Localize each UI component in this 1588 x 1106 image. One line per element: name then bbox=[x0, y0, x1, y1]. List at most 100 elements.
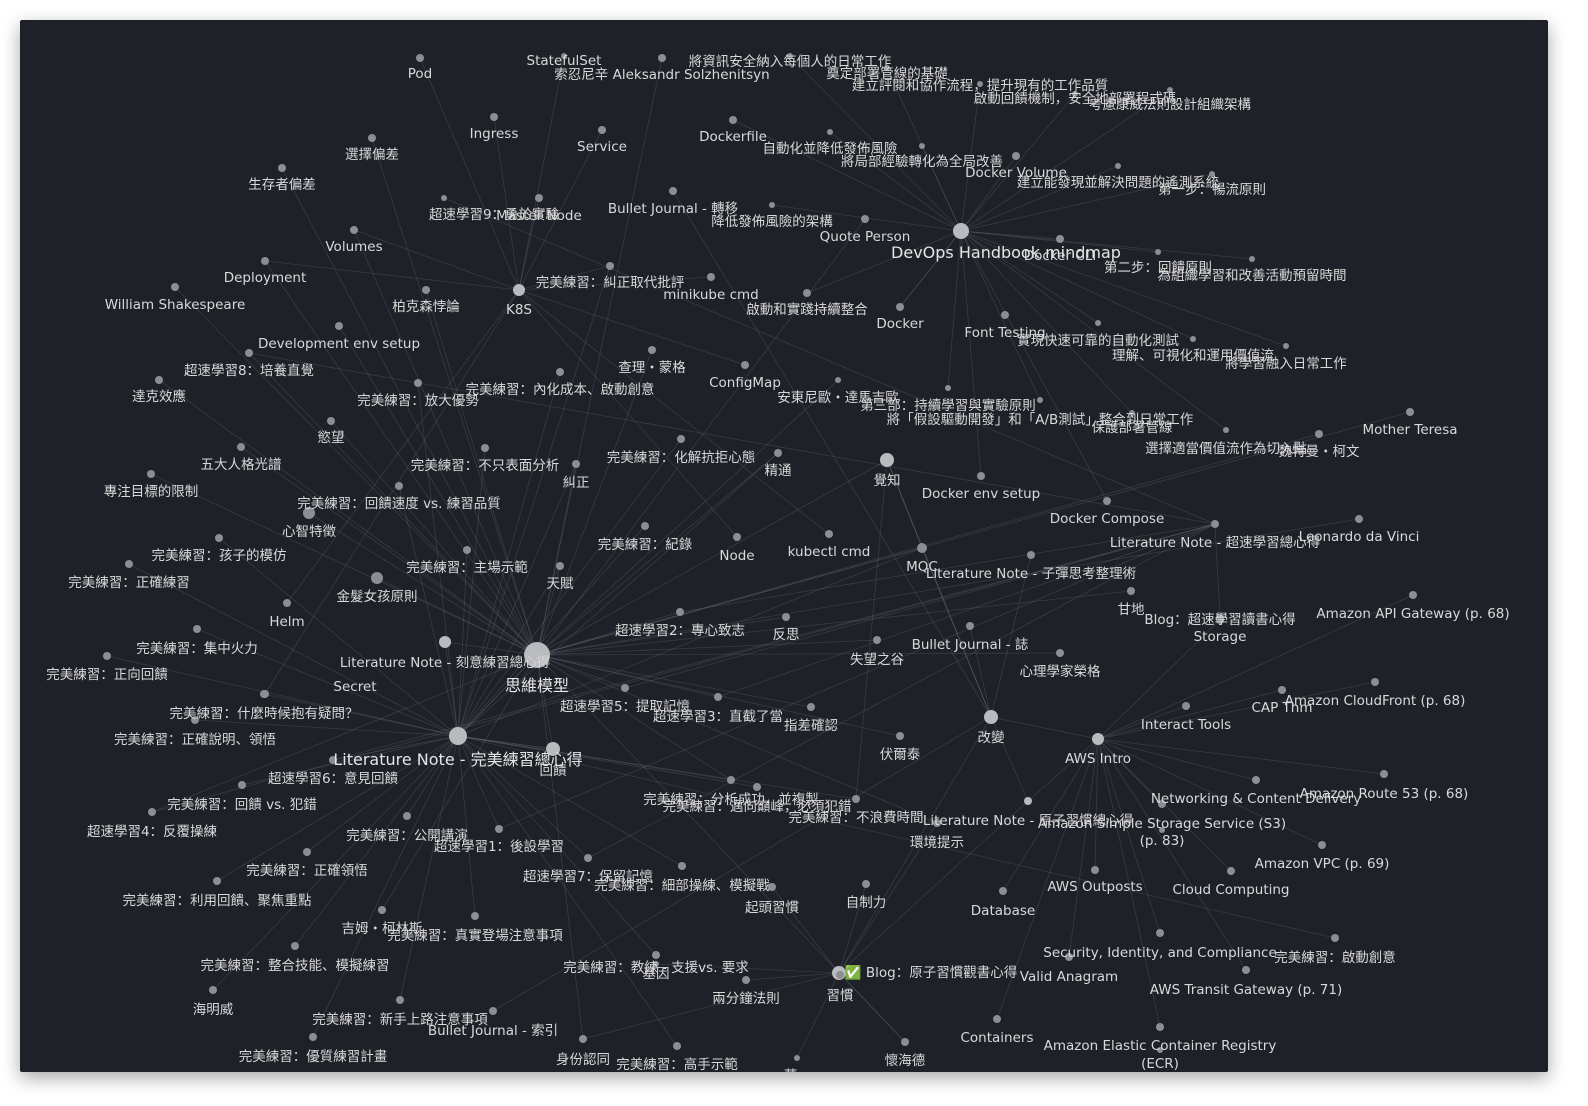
graph-node-label[interactable]: 理解、可視化和運用價值流 bbox=[1112, 348, 1274, 364]
graph-node-dot[interactable] bbox=[1249, 256, 1255, 262]
graph-node-dot[interactable] bbox=[884, 65, 890, 71]
graph-node-dot[interactable] bbox=[999, 887, 1007, 895]
graph-node-label[interactable]: ConfigMap bbox=[709, 375, 781, 391]
graph-node-dot[interactable] bbox=[449, 727, 467, 745]
graph-node-label[interactable]: 啟動和實踐持續整合 bbox=[746, 301, 868, 318]
graph-node-label[interactable]: Leonardo da Vinci bbox=[1299, 529, 1420, 545]
graph-node-dot[interactable] bbox=[774, 449, 782, 457]
graph-node-dot[interactable] bbox=[653, 961, 659, 967]
graph-node-dot[interactable] bbox=[395, 482, 403, 490]
graph-node-dot[interactable] bbox=[191, 716, 199, 724]
graph-node-dot[interactable] bbox=[1209, 171, 1215, 177]
graph-node-dot[interactable] bbox=[215, 534, 223, 542]
graph-node-dot[interactable] bbox=[291, 942, 299, 950]
graph-node-dot[interactable] bbox=[753, 783, 761, 791]
graph-node-dot[interactable] bbox=[669, 187, 677, 195]
graph-node-dot[interactable] bbox=[1167, 87, 1173, 93]
graph-node-label[interactable]: 反思 bbox=[773, 627, 800, 643]
graph-node-label[interactable]: 安東尼歐・達馬吉歐 bbox=[777, 390, 899, 406]
graph-node-dot[interactable] bbox=[953, 223, 969, 239]
graph-node-dot[interactable] bbox=[1091, 866, 1099, 874]
graph-node-label[interactable]: kubectl cmd bbox=[788, 544, 871, 560]
graph-node-label[interactable]: 第三部：持續學習與實驗原則 bbox=[860, 397, 1036, 414]
graph-node-dot[interactable] bbox=[155, 376, 163, 384]
graph-node-label[interactable]: Docker bbox=[876, 316, 924, 332]
graph-node-label[interactable]: 建立評閱和協作流程，提升現有的工作品質 bbox=[852, 78, 1109, 94]
graph-node-dot[interactable] bbox=[1129, 410, 1135, 416]
graph-node-dot[interactable] bbox=[1155, 249, 1161, 255]
graph-node-dot[interactable] bbox=[977, 472, 985, 480]
graph-node-label[interactable]: 完美練習：化解抗拒心態 bbox=[607, 450, 756, 466]
graph-node-label[interactable]: Pod bbox=[408, 66, 433, 82]
graph-node-dot[interactable] bbox=[676, 608, 684, 616]
graph-node-label[interactable]: 超速學習7：保留記憶 bbox=[523, 868, 654, 885]
graph-node-label[interactable]: 甘地 bbox=[1118, 602, 1146, 618]
graph-node-label[interactable]: 環境提示 bbox=[910, 835, 964, 851]
graph-node-label[interactable]: 覺知 bbox=[874, 472, 901, 489]
graph-node-label[interactable]: 啟動回饋機制，安全地部署程式碼 bbox=[974, 90, 1177, 107]
graph-node-label[interactable]: Cloud Computing bbox=[1173, 882, 1290, 898]
graph-node-dot[interactable] bbox=[309, 1033, 317, 1041]
graph-node-label[interactable]: MQC bbox=[906, 559, 938, 575]
graph-node-label[interactable]: Bullet Journal - 索引 bbox=[428, 1023, 558, 1039]
graph-node-dot[interactable] bbox=[768, 883, 776, 891]
graph-node-label[interactable]: Blog：超速學習讀書心得 bbox=[1144, 611, 1295, 628]
graph-node-label[interactable]: 選擇偏差 bbox=[345, 147, 399, 163]
graph-node-dot[interactable] bbox=[1037, 397, 1043, 403]
graph-node-dot[interactable] bbox=[261, 257, 269, 265]
graph-node-label[interactable]: Valid Anagram bbox=[1020, 969, 1118, 985]
graph-node-label[interactable]: AWS Intro bbox=[1065, 751, 1131, 767]
graph-node-label[interactable]: Containers bbox=[960, 1030, 1033, 1046]
graph-node-label[interactable]: 完美練習：回饋 vs. 犯錯 bbox=[167, 797, 316, 813]
graph-node-dot[interactable] bbox=[741, 361, 749, 369]
graph-node-dot[interactable] bbox=[535, 194, 543, 202]
graph-node-dot[interactable] bbox=[1406, 408, 1414, 416]
graph-node-label[interactable]: 魏特曼・柯文 bbox=[1279, 444, 1360, 460]
graph-node-label[interactable]: Amazon VPC (p. 69) bbox=[1255, 856, 1390, 872]
graph-node-label[interactable]: Dockerfile bbox=[699, 129, 767, 145]
graph-node-label[interactable]: 完美練習：邁向巔峰，必須犯錯 bbox=[663, 799, 852, 815]
graph-node-label[interactable]: Amazon CloudFront (p. 68) bbox=[1285, 693, 1466, 709]
graph-node-dot[interactable] bbox=[729, 116, 737, 124]
graph-node-dot[interactable] bbox=[917, 543, 927, 553]
graph-node-label[interactable]: 基因 bbox=[643, 965, 670, 982]
graph-node-dot[interactable] bbox=[584, 854, 592, 862]
graph-node-dot[interactable] bbox=[416, 54, 424, 62]
graph-node-label[interactable]: Amazon Elastic Container Registry bbox=[1044, 1038, 1277, 1054]
graph-node-label[interactable]: Networking & Content Delivery bbox=[1151, 791, 1361, 807]
graph-node-label[interactable]: 完美練習：整合技能、模擬練習 bbox=[201, 958, 390, 974]
graph-node-label[interactable]: 完美練習：回饋速度 vs. 練習品質 bbox=[297, 496, 500, 512]
graph-node-dot[interactable] bbox=[463, 546, 471, 554]
graph-node-dot[interactable] bbox=[648, 346, 656, 354]
graph-node-label[interactable]: 完美練習：孩子的模仿 bbox=[152, 548, 287, 564]
graph-node-label[interactable]: 思維模型 bbox=[505, 676, 569, 695]
graph-node-dot[interactable] bbox=[1092, 733, 1104, 745]
graph-node-dot[interactable] bbox=[1252, 776, 1260, 784]
graph-node-label[interactable]: 完美練習：高手示範 bbox=[616, 1056, 738, 1072]
graph-node-dot[interactable] bbox=[1115, 163, 1121, 169]
graph-node-dot[interactable] bbox=[896, 303, 904, 311]
graph-node-dot[interactable] bbox=[794, 1055, 800, 1061]
graph-node-dot[interactable] bbox=[327, 417, 335, 425]
graph-node-label[interactable]: 超速學習2：專心致志 bbox=[615, 623, 745, 639]
graph-node-dot[interactable] bbox=[1409, 591, 1417, 599]
graph-node-label[interactable]: AWS Transit Gateway (p. 71) bbox=[1150, 982, 1343, 998]
graph-node-label[interactable]: Amazon Route 53 (p. 68) bbox=[1300, 786, 1469, 802]
graph-node-label[interactable]: 完美練習：不只表面分析 bbox=[411, 458, 560, 474]
graph-node-label[interactable]: 超速學習4：反覆操練 bbox=[87, 824, 217, 840]
graph-node-dot[interactable] bbox=[641, 522, 649, 530]
graph-node-dot[interactable] bbox=[213, 877, 221, 885]
graph-node-dot[interactable] bbox=[1159, 827, 1165, 833]
graph-node-label[interactable]: 心理學家榮格 bbox=[1020, 663, 1101, 680]
graph-node-label[interactable]: 五大人格光譜 bbox=[201, 457, 282, 473]
graph-node-dot[interactable] bbox=[1315, 430, 1323, 438]
graph-node-label[interactable]: 第一步：暢流原則 bbox=[1158, 181, 1266, 198]
graph-node-dot[interactable] bbox=[807, 703, 815, 711]
graph-node-label[interactable]: 海明威 bbox=[193, 1002, 234, 1018]
graph-node-label[interactable]: 超速學習5：提取記憶 bbox=[560, 698, 691, 715]
graph-node-dot[interactable] bbox=[1278, 686, 1286, 694]
graph-node-label[interactable]: 超速學習9：勇於實驗 bbox=[429, 206, 560, 223]
graph-node-dot[interactable] bbox=[993, 1015, 1001, 1023]
graph-node-dot[interactable] bbox=[769, 202, 775, 208]
graph-node-dot[interactable] bbox=[827, 129, 833, 135]
